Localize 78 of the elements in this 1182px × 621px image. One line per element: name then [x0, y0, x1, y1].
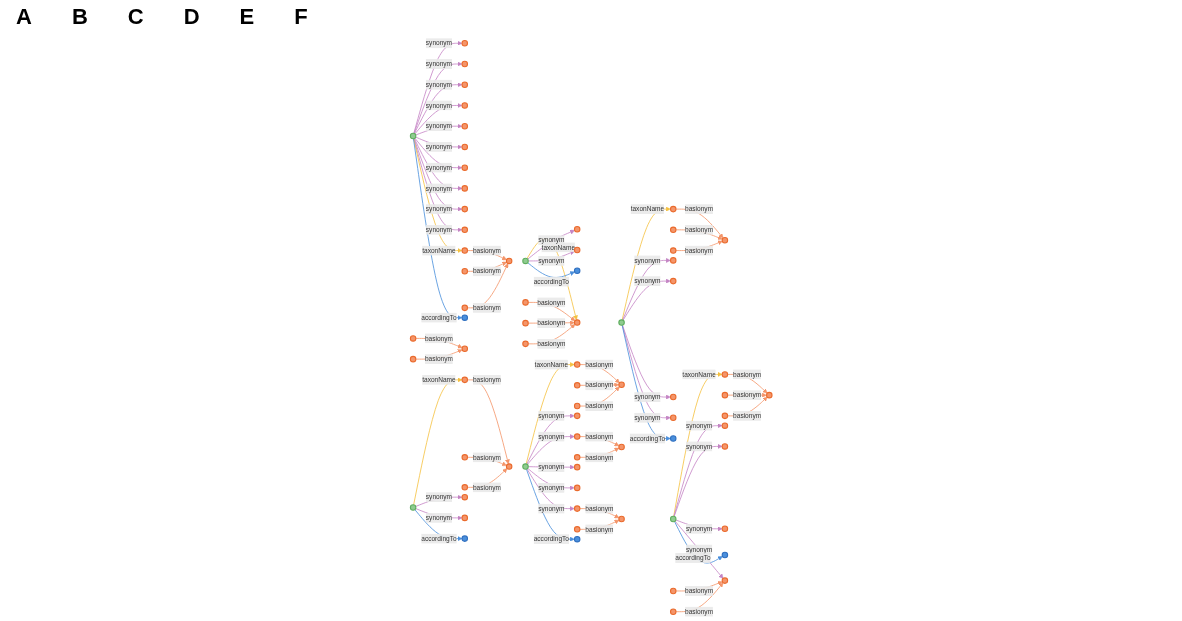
- node-circle: [409, 132, 417, 140]
- node-circle: [461, 102, 468, 109]
- panel-letter: C: [127, 4, 144, 30]
- node-circle: [461, 304, 468, 312]
- node-circle: [461, 376, 468, 384]
- node-circle: [669, 393, 677, 401]
- node-circle: [573, 319, 581, 326]
- node-circle: [505, 463, 513, 470]
- node-circle: [522, 299, 529, 306]
- node-circle: [721, 443, 728, 450]
- node-circle: [461, 345, 468, 353]
- node-circle: [461, 535, 468, 542]
- node-circle: [669, 226, 677, 234]
- node-circle: [721, 551, 728, 559]
- node-circle: [461, 268, 468, 275]
- node-circle: [522, 463, 529, 470]
- node-circle: [573, 535, 581, 543]
- node-circle: [461, 247, 468, 254]
- node-circle: [573, 505, 581, 512]
- node-circle: [573, 246, 581, 254]
- node-circle: [721, 236, 728, 244]
- node-circle: [461, 314, 468, 321]
- node-circle: [669, 414, 677, 422]
- node-circle: [461, 226, 468, 234]
- node-circle: [461, 484, 468, 491]
- node-circle: [522, 257, 529, 265]
- node-circle: [573, 412, 581, 420]
- node-circle: [505, 257, 513, 265]
- node-circle: [461, 164, 468, 171]
- node-circle: [461, 205, 468, 213]
- panel-letter: B: [71, 4, 88, 30]
- node-circle: [618, 319, 625, 326]
- node-circle: [618, 443, 625, 451]
- node-circle: [573, 484, 581, 492]
- node-circle: [409, 504, 417, 511]
- node-circle: [721, 577, 728, 584]
- node-circle: [461, 122, 468, 130]
- node-circle: [461, 454, 468, 461]
- node-circle: [721, 371, 728, 378]
- node-circle: [522, 319, 529, 327]
- node-circle: [573, 526, 581, 533]
- node-circle: [669, 205, 677, 213]
- node-circle: [461, 143, 468, 151]
- node-circle: [765, 391, 773, 399]
- node-circle: [573, 267, 581, 275]
- node-circle: [669, 257, 677, 264]
- node-circle: [522, 340, 529, 348]
- panel-letter: D: [183, 4, 200, 30]
- node-circle: [669, 277, 677, 285]
- panel-letter: A: [16, 4, 32, 30]
- node-circle: [461, 493, 468, 501]
- node-circle: [618, 515, 625, 523]
- node-circle: [461, 81, 468, 88]
- node-circle: [461, 514, 468, 522]
- node-circle: [618, 381, 625, 389]
- node-circle: [669, 608, 677, 615]
- node-circle: [573, 361, 581, 368]
- node-circle: [573, 402, 581, 410]
- node-circle: [721, 412, 728, 420]
- node-circle: [461, 185, 468, 192]
- panel-letter: F: [294, 4, 308, 30]
- node-circle: [721, 422, 728, 429]
- node-circle: [461, 40, 468, 47]
- node-circle: [573, 382, 581, 389]
- node-circle: [573, 463, 581, 471]
- node-circle: [573, 454, 581, 461]
- node-circle: [669, 587, 677, 595]
- node-circle: [409, 335, 417, 342]
- node-circle: [721, 391, 728, 399]
- node-circle: [721, 525, 728, 533]
- node-circle: [669, 435, 677, 442]
- panel-letter: E: [239, 4, 255, 30]
- node-circle: [573, 433, 581, 440]
- node-circle: [409, 355, 417, 363]
- node-circle: [669, 247, 677, 254]
- node-circle: [461, 60, 468, 68]
- node-circle: [669, 515, 677, 523]
- node-circle: [573, 226, 581, 233]
